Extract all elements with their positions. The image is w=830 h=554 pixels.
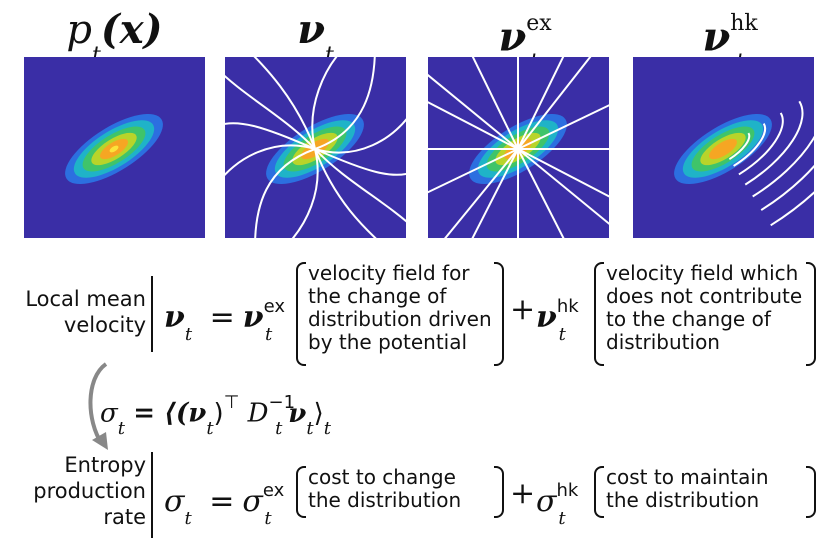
mid-close: ⟩ (313, 398, 324, 429)
row1-lhs-nu: ν (164, 300, 185, 335)
row1-term2-sub: t (558, 324, 566, 345)
row2-box2: cost to maintain the distribution (594, 465, 816, 518)
velocity-field-nu-ex (428, 57, 609, 238)
row1-equation-lhs: νt =νext (164, 294, 285, 346)
row1-box1: velocity field for the change of distrib… (296, 262, 504, 366)
title-nu-sub: t (324, 43, 334, 68)
mid-D-sup: −1 (268, 392, 296, 413)
panel-title-nu-hk: νhkt (633, 6, 814, 77)
mid-nu: ν (288, 398, 307, 429)
nu-streamlines (225, 57, 406, 238)
row1-box1-line3: distribution driven (308, 307, 492, 331)
mid-D-sub: t (275, 417, 283, 439)
row2-plus: + (510, 476, 536, 511)
row2-term2: σhk t (536, 478, 578, 530)
row2-term2-sub: t (558, 508, 566, 529)
mid-rest: = ⟨(ν (133, 398, 207, 429)
row1-term1-sub: t (265, 324, 273, 345)
title-nu-hk-sup: hk (730, 11, 758, 36)
row1-box2-line2: does not contribute (606, 284, 803, 308)
row2-term2-sup: hk (556, 480, 579, 501)
row1-box1-line2: the change of (308, 284, 447, 308)
mid-sigma-sub: t (117, 417, 125, 439)
row2-equals: = (209, 484, 235, 519)
panel-title-nu-ex: νext (428, 6, 609, 77)
row1-box1-line1: velocity field for (308, 261, 470, 285)
row2-term2-sigma: σ (536, 484, 557, 519)
row1-box1-left-bracket (296, 262, 306, 366)
row2-label-line3: rate (103, 505, 146, 529)
density-plot (24, 57, 205, 238)
mid-D: D (239, 398, 269, 429)
row1-term2: νhk t (536, 294, 579, 346)
row1-label-line1: Local mean (25, 287, 146, 311)
panel-title-density: pt(x) (24, 6, 205, 70)
local-mean-velocity-label: Local mean velocity (0, 286, 146, 338)
row2-lhs-sigma: σ (164, 484, 185, 519)
velocity-field-nu (225, 57, 406, 238)
title-p-arg: (x) (100, 6, 163, 53)
row1-box2-right-bracket (806, 262, 816, 366)
mid-rest2: ) (213, 398, 224, 429)
row1-equals: = (209, 300, 235, 335)
row1-box2-line1: velocity field which (606, 261, 799, 285)
row1-term2-nu: ν (536, 300, 557, 335)
row2-box1-line1: cost to change (308, 465, 456, 489)
title-p: p (66, 7, 93, 53)
density-level-6 (109, 145, 119, 153)
title-p-sub: t (92, 43, 101, 68)
entropy-production-rate-label: Entropy production rate (0, 452, 146, 530)
panel-title-nu: νt (225, 6, 406, 70)
title-nu: ν (297, 6, 325, 53)
row2-divider (151, 452, 153, 538)
row1-label-line2: velocity (63, 313, 146, 337)
row2-box2-right-bracket (806, 466, 816, 518)
velocity-field-nu-hk (633, 57, 814, 238)
row1-plus: + (510, 292, 536, 327)
row2-box1-left-bracket (296, 466, 306, 518)
row2-label-line2: production (33, 479, 146, 503)
row2-box2-left-bracket (594, 466, 604, 518)
row1-lhs-sub: t (184, 324, 193, 345)
row1-term1-nu: ν (242, 300, 264, 335)
row1-box2-left-bracket (594, 262, 604, 366)
row1-box2: velocity field which does not contribute… (594, 261, 816, 366)
row2-term1-sup: ex (262, 480, 285, 501)
row1-term2-sup: hk (556, 296, 579, 317)
row2-box2-line1: cost to maintain (606, 465, 769, 489)
title-nu-ex-sup: ex (526, 11, 552, 36)
row2-box1-right-bracket (494, 466, 504, 518)
nu-hk-density-5 (709, 138, 737, 160)
row1-divider (151, 276, 153, 352)
row2-label-line1: Entropy (64, 453, 146, 477)
curved-arrow-icon (88, 362, 108, 450)
row1-term1-sup: ex (263, 296, 285, 317)
mid-nu-sub: t (306, 417, 314, 439)
row1-box2-line3: to the change of (606, 307, 771, 331)
row2-term1-sub: t (264, 508, 272, 529)
nu-ex-streamlines (428, 57, 609, 238)
row2-box1-line2: the distribution (308, 488, 462, 512)
row2-box1: cost to change the distribution (296, 466, 504, 518)
row2-box2-line2: the distribution (606, 488, 760, 512)
row1-box2-line4: distribution (606, 330, 720, 354)
mid-transpose: ⊤ (223, 392, 240, 413)
row2-lhs-sub: t (184, 508, 192, 529)
mid-close-sub: t (323, 417, 331, 439)
row1-box1-line4: by the potential (308, 330, 468, 354)
mid-sigma: σ (100, 398, 118, 429)
title-nu-hk: ν (702, 13, 731, 61)
mid-rest-sub: t (206, 417, 214, 439)
title-nu-ex: ν (498, 13, 527, 61)
row2-equation-lhs: σt =σext (164, 478, 284, 530)
row1-box1-right-bracket (494, 262, 504, 366)
row2-term1-sigma: σ (242, 484, 263, 519)
